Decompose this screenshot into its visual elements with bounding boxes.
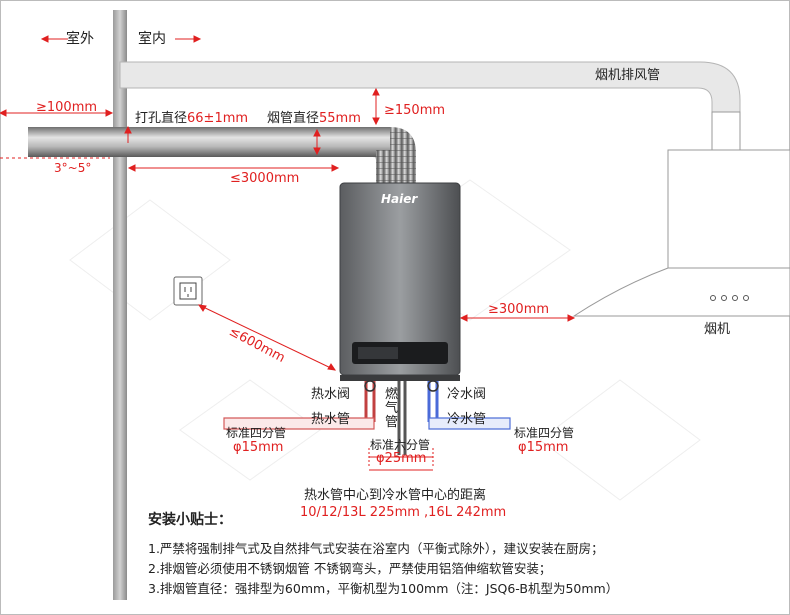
dim-3000: ≤3000mm [230,171,300,186]
hood-button-4 [743,295,749,301]
hot-pipe-label: 热水管 [311,412,351,427]
slope-label: 3°~5° [54,161,92,175]
brand-logo: Haier [381,192,418,206]
hot-pipe-size: φ15mm [233,440,284,455]
dim-150: ≥150mm [384,103,446,118]
indoor-label: 室内 [138,31,166,47]
hood-button-2 [721,295,727,301]
range-hood [572,111,790,317]
range-hood-label: 烟机 [704,322,731,337]
hood-button-1 [710,295,716,301]
flue-diameter-label: 烟管直径55mm [267,111,361,126]
gas-std-pipe-label: 标准六分管 [370,438,431,452]
hot-std-pipe-label: 标准四分管 [226,426,287,440]
tip-1: 1.严禁将强制排气式及自然排气式安装在浴室内（平衡式除外），建议安装在厨房； [148,541,604,556]
dimension-lines [0,35,576,471]
flue-pipe [28,127,390,157]
tips-title: 安装小贴士： [148,512,232,528]
dim-outside-100: ≥100mm [36,100,98,115]
hole-diameter-label: 打孔直径66±1mm [135,111,249,126]
heater-display-screen [358,347,398,359]
cold-std-pipe-label: 标准四分管 [514,426,575,440]
hot-valve-label: 热水阀 [311,387,351,402]
tip-3: 3.排烟管直径：强排型为60mm，平衡机型为100mm（注：JSQ6-B机型为5… [148,581,619,596]
gas-pipe-label: 燃气管 [385,387,399,430]
tip-2: 2.排烟管必须使用不锈钢烟管 不锈钢弯头，严禁使用铝箔伸缩软管安装； [148,561,552,576]
hood-button-3 [732,295,738,301]
flue-flex-section [376,150,416,185]
hood-duct-label: 烟机排风管 [595,68,661,83]
cold-pipe-label: 冷水管 [447,412,487,427]
center-distance-values: 10/12/13L 225mm ,16L 242mm [300,505,507,520]
power-outlet [173,276,203,306]
cold-valve-label: 冷水阀 [447,387,487,402]
dim-300: ≥300mm [488,302,550,317]
center-distance-title: 热水管中心到冷水管中心的距离 [304,488,487,503]
gas-pipe-size: φ25mm [376,451,427,466]
outdoor-label: 室外 [66,31,94,47]
heater-pipes [223,380,511,455]
cold-pipe-size: φ15mm [518,440,569,455]
wall [113,10,127,600]
water-heater [339,182,461,381]
